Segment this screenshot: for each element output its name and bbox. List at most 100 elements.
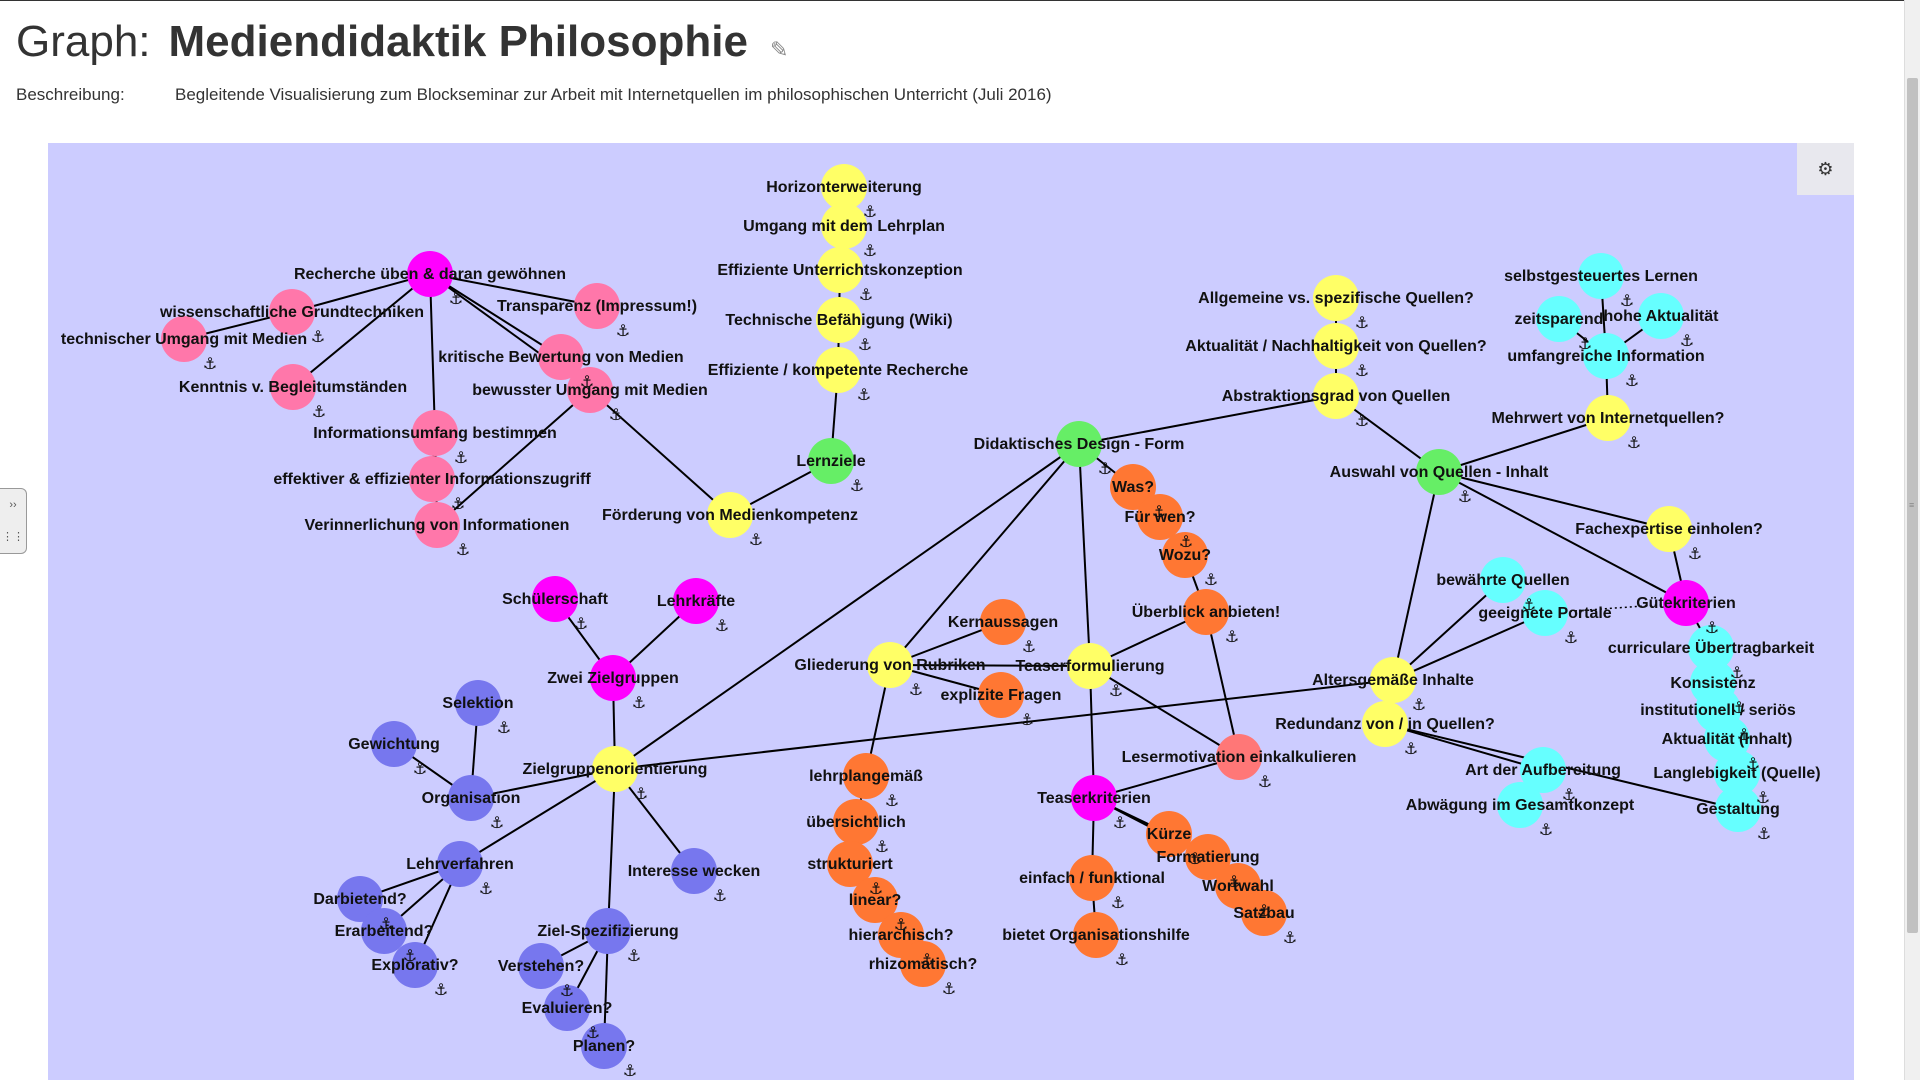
node-verinner[interactable] — [414, 502, 460, 548]
anchor-icon[interactable]: ⚓ — [580, 372, 594, 391]
node-zielspez[interactable] — [585, 908, 631, 954]
node-effektiv[interactable] — [409, 456, 455, 502]
node-abwaegung[interactable] — [1497, 782, 1543, 828]
anchor-icon[interactable]: ⚓ — [586, 1023, 600, 1042]
node-allgemein[interactable] — [1313, 275, 1359, 321]
node-redundanz[interactable] — [1362, 701, 1408, 747]
anchor-icon[interactable]: ⚓ — [434, 980, 448, 999]
node-langlebig[interactable] — [1714, 750, 1760, 796]
edge-zielgruppen-altersgem[interactable] — [614, 679, 1394, 770]
anchor-icon[interactable]: ⚓ — [863, 241, 877, 260]
anchor-icon[interactable]: ⚓ — [858, 335, 872, 354]
node-kernaussagen[interactable] — [980, 599, 1026, 645]
node-verstehen[interactable] — [518, 943, 564, 989]
anchor-icon[interactable]: ⚓ — [715, 616, 729, 635]
edge-zielgruppen-lehrverfahren[interactable] — [459, 768, 616, 865]
anchor-icon[interactable]: ⚓ — [490, 813, 504, 832]
node-darbietend[interactable] — [337, 876, 383, 922]
anchor-icon[interactable]: ⚓ — [1757, 824, 1771, 843]
anchor-icon[interactable]: ⚓ — [1204, 570, 1218, 589]
node-foerderung[interactable] — [707, 492, 753, 538]
node-evaluieren[interactable] — [544, 985, 590, 1031]
node-effunterricht[interactable] — [817, 247, 863, 293]
anchor-icon[interactable]: ⚓ — [1522, 595, 1536, 614]
node-schueler[interactable] — [532, 576, 578, 622]
node-rhizomatisch[interactable] — [900, 941, 946, 987]
node-kritisch[interactable] — [538, 334, 584, 380]
node-selbst[interactable] — [1578, 253, 1624, 299]
node-abstraktion[interactable] — [1313, 373, 1359, 419]
node-satzbau[interactable] — [1241, 890, 1287, 936]
node-teaserform[interactable] — [1067, 643, 1113, 689]
anchor-icon[interactable]: ⚓ — [869, 879, 883, 898]
anchor-icon[interactable]: ⚓ — [1404, 739, 1418, 758]
anchor-icon[interactable]: ⚓ — [909, 680, 923, 699]
node-curricular[interactable] — [1688, 625, 1734, 671]
node-selektion[interactable] — [455, 680, 501, 726]
anchor-icon[interactable]: ⚓ — [1355, 313, 1369, 332]
anchor-icon[interactable]: ⚓ — [1152, 502, 1166, 521]
anchor-icon[interactable]: ⚓ — [497, 718, 511, 737]
anchor-icon[interactable]: ⚓ — [1109, 681, 1123, 700]
edge-auswahl-guetekriterien[interactable] — [1438, 471, 1687, 604]
anchor-icon[interactable]: ⚓ — [1355, 361, 1369, 380]
anchor-icon[interactable]: ⚓ — [1746, 754, 1760, 773]
anchor-icon[interactable]: ⚓ — [454, 448, 468, 467]
node-zwei[interactable] — [590, 655, 636, 701]
node-formatierung[interactable] — [1185, 834, 1231, 880]
gear-icon[interactable]: ⚙ — [1797, 143, 1854, 195]
node-hohe[interactable] — [1638, 293, 1684, 339]
node-planen[interactable] — [581, 1023, 627, 1069]
edge-recherche-kritisch[interactable] — [429, 273, 562, 358]
node-didaktisch[interactable] — [1056, 421, 1102, 467]
node-wozu[interactable] — [1162, 532, 1208, 578]
anchor-icon[interactable]: ⚓ — [403, 946, 417, 965]
edge-auswahl-fachexpertise[interactable] — [1438, 471, 1670, 530]
node-effrecherche[interactable] — [815, 347, 861, 393]
anchor-icon[interactable]: ⚓ — [1756, 788, 1770, 807]
anchor-icon[interactable]: ⚓ — [1578, 334, 1592, 353]
anchor-icon[interactable]: ⚓ — [1539, 820, 1553, 839]
anchor-icon[interactable]: ⚓ — [1283, 928, 1297, 947]
anchor-icon[interactable]: ⚓ — [379, 914, 393, 933]
node-lehrplan[interactable] — [821, 203, 867, 249]
anchor-icon[interactable]: ⚓ — [574, 614, 588, 633]
anchor-icon[interactable]: ⚓ — [1412, 695, 1426, 714]
node-lernziele[interactable] — [808, 438, 854, 484]
node-bietet[interactable] — [1073, 912, 1119, 958]
anchor-icon[interactable]: ⚓ — [1737, 725, 1751, 744]
node-kenntnis[interactable] — [270, 364, 316, 410]
anchor-icon[interactable]: ⚓ — [1620, 291, 1634, 310]
edge-ueberblick-lesermot[interactable] — [1205, 611, 1240, 758]
node-wiki[interactable] — [816, 297, 862, 343]
anchor-icon[interactable]: ⚓ — [857, 385, 871, 404]
edge-auswahl-mehrwert[interactable] — [1438, 417, 1609, 473]
node-recherche[interactable] — [407, 251, 453, 297]
anchor-icon[interactable]: ⚓ — [1225, 627, 1239, 646]
edge-didaktisch-teaserform[interactable] — [1078, 443, 1091, 667]
node-explizite[interactable] — [978, 672, 1024, 718]
node-altersgem[interactable] — [1370, 657, 1416, 703]
scrollbar-thumb[interactable] — [1907, 78, 1918, 933]
node-infoumfang[interactable] — [412, 410, 458, 456]
node-gewichtung[interactable] — [371, 721, 417, 767]
node-aktualitaet[interactable] — [1313, 323, 1359, 369]
edge-recherche-kenntnis[interactable] — [292, 273, 431, 388]
anchor-icon[interactable]: ⚓ — [1732, 698, 1746, 717]
pencil-icon[interactable]: ✎ — [769, 37, 789, 62]
anchor-icon[interactable]: ⚓ — [449, 289, 463, 308]
anchor-icon[interactable]: ⚓ — [560, 981, 574, 1000]
node-interesse[interactable] — [671, 848, 717, 894]
anchor-icon[interactable]: ⚓ — [1258, 772, 1272, 791]
node-linear[interactable] — [852, 877, 898, 923]
anchor-icon[interactable]: ⚓ — [1179, 532, 1193, 551]
anchor-icon[interactable]: ⚓ — [1188, 849, 1202, 868]
node-gliederung[interactable] — [867, 642, 913, 688]
edge-recherche-transparenz[interactable] — [429, 273, 598, 307]
anchor-icon[interactable]: ⚓ — [312, 402, 326, 421]
anchor-icon[interactable]: ⚓ — [942, 979, 956, 998]
anchor-icon[interactable]: ⚓ — [1020, 710, 1034, 729]
edge-redundanz-artaufb[interactable] — [1384, 723, 1544, 771]
anchor-icon[interactable]: ⚓ — [920, 950, 934, 969]
edge-didaktisch-zielgruppen[interactable] — [614, 443, 1080, 770]
